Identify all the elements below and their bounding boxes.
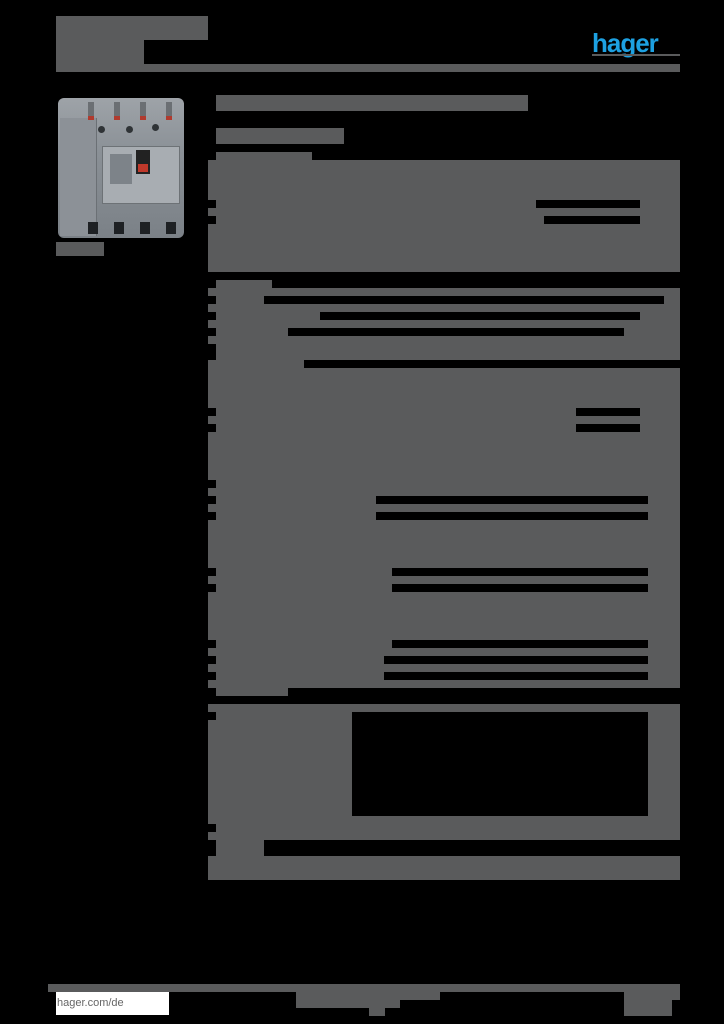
header-rule — [56, 64, 680, 72]
spec-row-gap — [208, 688, 216, 696]
product-side-column — [60, 118, 97, 236]
spec-value-cell — [376, 496, 648, 504]
spec-value-cell — [384, 656, 648, 664]
spec-row-gap — [208, 712, 216, 720]
spec-row-gap — [208, 200, 216, 208]
product-subtitle — [216, 128, 344, 144]
pole-1 — [88, 102, 94, 120]
section-heading-1 — [216, 152, 312, 162]
spec-value-cell — [320, 312, 640, 320]
spec-row-gap — [208, 840, 216, 856]
terminal — [88, 222, 98, 234]
status-indicator — [138, 164, 148, 172]
footer-right-info-2 — [624, 1000, 672, 1016]
pole-2 — [114, 102, 120, 120]
spec-value-cell — [536, 200, 640, 208]
footer-page-number — [369, 1008, 385, 1016]
screw-hole — [126, 126, 133, 133]
product-image — [58, 98, 184, 238]
spec-value-cell — [576, 408, 640, 416]
spec-row-gap — [208, 328, 216, 336]
screw-hole — [152, 124, 159, 131]
pole-4 — [166, 102, 172, 120]
pole-3 — [140, 102, 146, 120]
footer-website-link[interactable]: hager.com/de — [56, 992, 169, 1015]
spec-row-gap — [208, 568, 216, 576]
spec-row-gap — [208, 640, 216, 648]
spec-value-cell — [544, 216, 640, 224]
screw-hole — [98, 126, 105, 133]
spec-row-gap — [208, 512, 216, 520]
spec-separator — [288, 688, 680, 704]
hager-logo: hager — [592, 28, 659, 58]
section-heading-2 — [216, 280, 272, 290]
footer-center-info-2 — [368, 992, 440, 1000]
spec-value-cell — [384, 672, 648, 680]
spec-row-gap — [208, 424, 216, 432]
spec-value-cell — [376, 512, 648, 520]
spec-row-gap — [208, 824, 216, 832]
spec-value-cell — [392, 568, 648, 576]
spec-row-gap — [208, 344, 216, 360]
terminal — [114, 222, 124, 234]
spec-row-gap — [208, 584, 216, 592]
rating-label — [110, 154, 132, 184]
spec-row-gap — [208, 480, 216, 488]
spec-row-gap — [208, 496, 216, 504]
header-title-line1 — [56, 16, 208, 40]
spec-large-value-area — [352, 712, 648, 816]
spec-row-gap — [208, 216, 216, 224]
spec-row-gap — [208, 312, 216, 320]
footer-right-info — [624, 992, 680, 1000]
product-title — [216, 95, 528, 111]
spec-row-gap — [208, 656, 216, 664]
spec-row-gap — [208, 408, 216, 416]
spec-value-cell — [576, 424, 640, 432]
spec-separator — [264, 840, 680, 856]
spec-value-cell — [264, 296, 664, 304]
spec-row-gap — [208, 296, 216, 304]
terminal — [166, 222, 176, 234]
footer-rule — [48, 984, 680, 992]
product-caption — [56, 242, 104, 256]
logo-underline — [592, 54, 680, 56]
header-title-line2 — [56, 40, 144, 64]
spec-value-cell — [288, 328, 624, 336]
spec-separator — [304, 360, 680, 368]
terminal — [140, 222, 150, 234]
spec-row-gap — [208, 672, 216, 680]
spec-value-cell — [392, 584, 648, 592]
spec-value-cell — [392, 640, 648, 648]
